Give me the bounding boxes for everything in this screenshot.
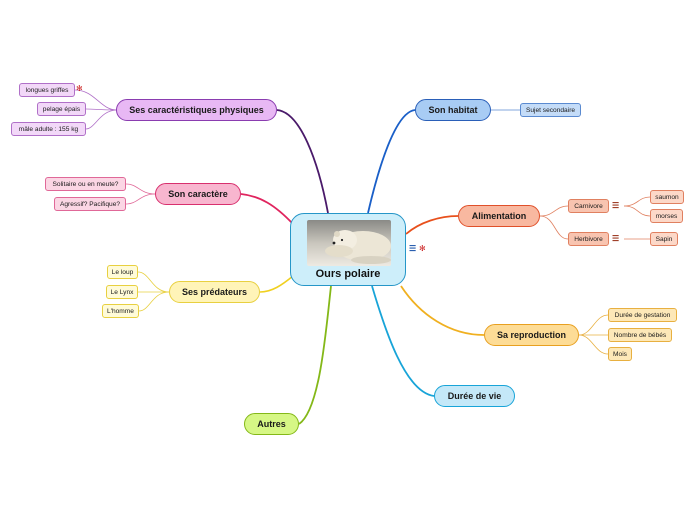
topic-duree-label: Durée de vie [447,391,502,401]
subtopic-agressif[interactable]: Agressif? Pacifique? [54,197,126,211]
notes-icon[interactable]: ☰ [612,201,620,210]
polar-bear-photo [307,220,391,266]
topic-habitat-label: Son habitat [428,105,478,115]
subtopic-nombre-bebes[interactable]: Nombre de bébés [608,328,672,342]
central-topic-title: Ours polaire [315,268,381,280]
subtopic-sujet-secondaire[interactable]: Sujet secondaire [520,103,581,117]
central-topic[interactable]: Ours polaire [290,213,406,286]
subtopic-label: Sujet secondaire [525,106,576,114]
subtopic-lhomme[interactable]: L'homme [102,304,139,318]
subtopic-label: Solitaire ou en meute? [52,180,119,188]
subtopic-label: saumon [655,193,679,201]
subtopic-sapin[interactable]: Sapin [650,232,678,246]
maple-leaf-icon: ✻ [76,84,83,93]
topic-caracteristiques[interactable]: Ses caractéristiques physiques [116,99,277,121]
connector-autres [298,285,332,425]
subtopic-pelage-epais[interactable]: pelage épais [37,102,86,116]
topic-autres-label: Autres [257,419,286,429]
subtopic-morses[interactable]: morses [650,209,683,223]
connector-predateurs [259,275,294,293]
subtopic-label: Le loup [111,268,134,276]
topic-alimentation[interactable]: Alimentation [458,205,540,227]
subtopic-label: pelage épais [42,105,81,113]
subtopic-label: mâle adulte : 155 kg [18,125,79,133]
subtopic-solitaire[interactable]: Solitaire ou en meute? [45,177,126,191]
subtopic-label: Carnivore [574,202,603,210]
connector-duree [371,285,435,397]
subtopic-label: L'homme [107,307,134,315]
subtopic-label: Herbivore [574,235,603,243]
topic-caractere[interactable]: Son caractère [155,183,241,205]
subtopic-saumon[interactable]: saumon [650,190,684,204]
subtopic-label: Durée de gestation [614,311,671,319]
topic-habitat[interactable]: Son habitat [415,99,491,121]
subtopic-le-lynx[interactable]: Le Lynx [106,285,138,299]
topic-caracteristiques-label: Ses caractéristiques physiques [129,105,264,115]
connector-reproduction [400,285,485,336]
topic-reproduction[interactable]: Sa reproduction [484,324,579,346]
subtopic-label: Agressif? Pacifique? [59,200,121,208]
topic-predateurs[interactable]: Ses prédateurs [169,281,260,303]
topic-reproduction-label: Sa reproduction [496,330,566,340]
subtopic-male-adulte[interactable]: mâle adulte : 155 kg [11,122,86,136]
subtopic-herbivore[interactable]: Herbivore [568,232,609,246]
subtopic-label: Sapin [655,235,673,243]
subtopic-label: Nombre de bébés [613,331,667,339]
topic-autres[interactable]: Autres [244,413,299,435]
subtopic-carnivore[interactable]: Carnivore [568,199,609,213]
topic-predateurs-label: Ses prédateurs [181,287,248,297]
connector-caractere [240,193,294,225]
connector-habitat [367,109,416,214]
subtopic-label: longues griffes [25,86,69,94]
topic-duree-de-vie[interactable]: Durée de vie [434,385,515,407]
subtopic-label: morses [655,212,678,220]
subtopic-label: Mois [613,350,627,358]
subtopic-duree-gestation[interactable]: Durée de gestation [608,308,677,322]
connector-alimentation [405,215,459,235]
topic-caractere-label: Son caractère [168,189,228,199]
connector-caracteristiques [276,109,329,214]
subtopic-mois[interactable]: Mois [608,347,632,361]
subtopic-longues-griffes[interactable]: longues griffes [19,83,75,97]
notes-icon[interactable]: ☰ [409,244,417,253]
subtopic-label: Le Lynx [110,288,134,296]
notes-icon[interactable]: ☰ [612,234,620,243]
subtopic-le-loup[interactable]: Le loup [107,265,138,279]
topic-alimentation-label: Alimentation [471,211,527,221]
maple-leaf-icon: ✻ [419,244,426,253]
